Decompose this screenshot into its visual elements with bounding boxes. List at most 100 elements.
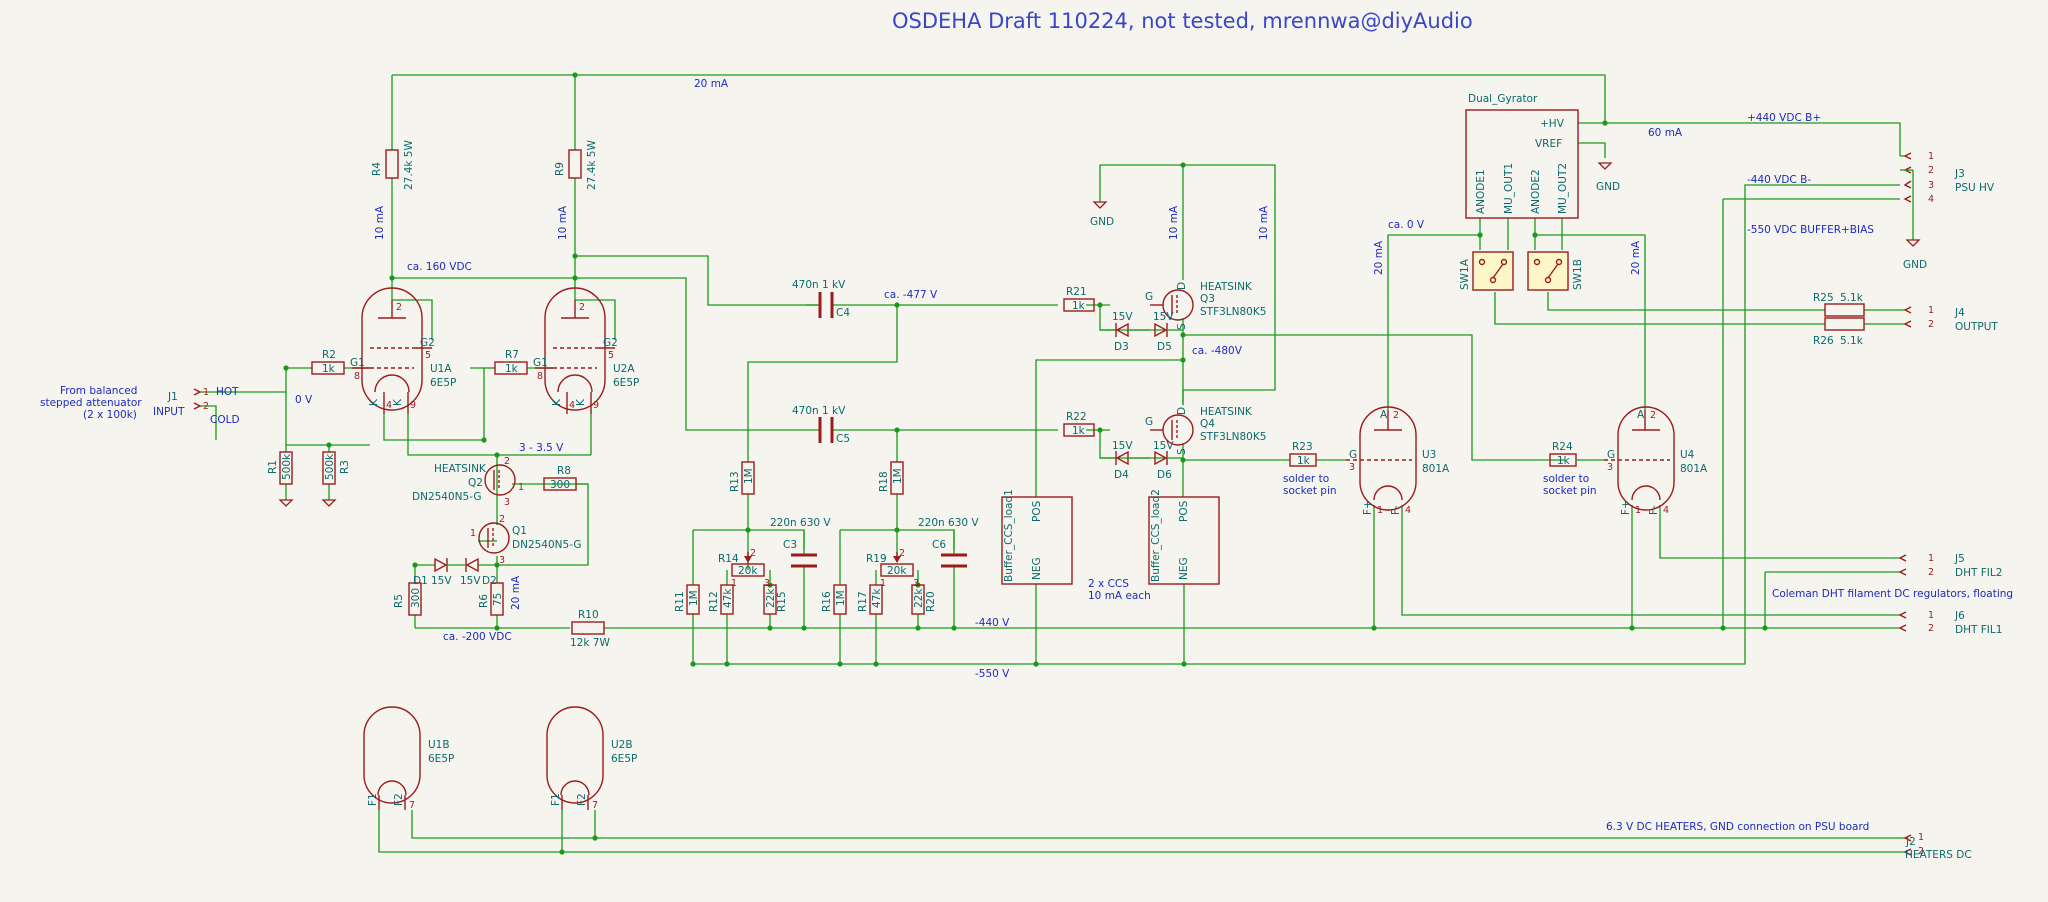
svg-text:47k: 47k [722, 588, 734, 608]
svg-text:R25: R25 [1813, 292, 1834, 304]
svg-text:D: D [1176, 282, 1188, 290]
svg-text:470n 1 kV: 470n 1 kV [792, 405, 846, 417]
svg-text:1k: 1k [1072, 425, 1086, 437]
svg-text:GND: GND [1903, 259, 1927, 271]
resistor-r25: R25 5.1k [1813, 292, 1865, 317]
diode-d4: 15V D4 [1100, 440, 1150, 481]
svg-text:R2: R2 [322, 349, 336, 361]
svg-text:R5: R5 [393, 594, 405, 608]
svg-text:1: 1 [470, 528, 476, 539]
svg-text:10 mA: 10 mA [374, 205, 386, 240]
diode-d5: 15V D5 [1153, 311, 1183, 353]
svg-text:22k: 22k [913, 588, 925, 608]
svg-text:12k 7W: 12k 7W [570, 637, 610, 649]
svg-text:A: A [1380, 409, 1388, 421]
resistor-r5: R5 300 [393, 582, 422, 616]
svg-text:F2: F2 [393, 793, 405, 806]
svg-text:15V: 15V [431, 575, 452, 587]
connector-j6: 1 2 J6 DHT FIL1 [1898, 610, 2002, 636]
svg-text:F+: F+ [1620, 500, 1632, 515]
capacitor-c5: C5 470n 1 kV [792, 405, 850, 445]
svg-text:R16: R16 [821, 591, 833, 612]
svg-text:R9: R9 [554, 162, 566, 176]
svg-text:HEATSINK: HEATSINK [1200, 281, 1253, 293]
svg-text:HEATSINK: HEATSINK [434, 463, 487, 475]
svg-text:PSU HV: PSU HV [1955, 182, 1995, 194]
transistor-q2: 1 2 3 HEATSINK Q2 DN2540N5-G [412, 456, 524, 508]
svg-text:2: 2 [1928, 623, 1934, 634]
svg-text:R23: R23 [1292, 441, 1313, 453]
svg-text:3: 3 [1928, 180, 1934, 191]
connector-j3: 1 2 3 4 J3 PSU HV [1900, 151, 1995, 205]
svg-text:STF3LN80K5: STF3LN80K5 [1200, 431, 1266, 443]
svg-text:5: 5 [425, 350, 431, 361]
svg-text:DHT FIL1: DHT FIL1 [1955, 624, 2002, 636]
svg-text:2: 2 [1650, 410, 1656, 421]
svg-text:R22: R22 [1066, 411, 1087, 423]
svg-text:2: 2 [504, 456, 510, 467]
svg-text:20k: 20k [738, 565, 758, 577]
resistor-r9: R9 27.4k 5W [554, 140, 598, 190]
tube-u1b: F1 F2 7 U1B 6E5P [363, 706, 454, 811]
svg-text:300: 300 [410, 588, 422, 608]
svg-text:D: D [1176, 407, 1188, 415]
svg-text:DHT FIL2: DHT FIL2 [1955, 567, 2002, 579]
svg-text:Dual_Gyrator: Dual_Gyrator [1468, 93, 1538, 105]
svg-text:U2B: U2B [611, 739, 633, 751]
ground-symbols: GND GND GND [278, 162, 1927, 507]
wires [200, 74, 1914, 853]
svg-text:27.4k 5W: 27.4k 5W [403, 140, 415, 190]
svg-text:solder to: solder to [1283, 473, 1329, 485]
svg-text:G: G [1145, 291, 1153, 303]
svg-text:2: 2 [203, 401, 209, 412]
svg-text:MU_OUT2: MU_OUT2 [1557, 163, 1569, 214]
resistor-r7: R7 1k [494, 349, 528, 375]
svg-text:2 x CCS: 2 x CCS [1088, 578, 1129, 590]
diode-d3: 15V D3 [1100, 311, 1150, 353]
svg-text:VREF: VREF [1535, 138, 1562, 150]
svg-text:R6: R6 [478, 594, 490, 608]
svg-text:1M: 1M [688, 590, 700, 606]
svg-text:D2: D2 [482, 575, 497, 587]
svg-text:1: 1 [1377, 505, 1383, 516]
svg-text:1: 1 [203, 387, 209, 398]
svg-text:4: 4 [386, 400, 392, 411]
svg-text:8: 8 [537, 371, 543, 382]
svg-text:5.1k: 5.1k [1840, 292, 1864, 304]
switch-sw1b: SW1B [1527, 251, 1584, 291]
connector-j1: J1 1 2 HOT INPUT COLD From balanced step… [40, 385, 240, 426]
svg-text:R11: R11 [674, 591, 686, 612]
svg-text:(2 x 100k): (2 x 100k) [83, 409, 137, 421]
svg-text:ca. 160 VDC: ca. 160 VDC [407, 261, 472, 273]
svg-text:2: 2 [1918, 846, 1924, 857]
svg-text:27.4k 5W: 27.4k 5W [586, 140, 598, 190]
svg-text:1: 1 [1928, 553, 1934, 564]
diode-d1: D1 15V [413, 557, 465, 587]
resistor-r15: R15 22k [763, 584, 788, 615]
svg-text:20k: 20k [887, 565, 907, 577]
svg-text:SW1B: SW1B [1572, 259, 1584, 290]
svg-text:15V: 15V [460, 575, 481, 587]
svg-text:20 mA: 20 mA [1630, 240, 1642, 275]
svg-text:1k: 1k [1072, 300, 1086, 312]
svg-text:K: K [392, 398, 404, 406]
svg-text:1: 1 [731, 578, 737, 589]
svg-text:R21: R21 [1066, 286, 1087, 298]
resistor-r11: R11 1M [674, 584, 700, 615]
svg-text:HEATSINK: HEATSINK [1200, 406, 1253, 418]
svg-text:DN2540N5-G: DN2540N5-G [412, 491, 482, 503]
module-buffer-ccs-load2: Buffer_CCS_load2 POS NEG [1148, 489, 1220, 585]
svg-text:F1: F1 [550, 793, 562, 806]
capacitor-c4: C4 470n 1 kV [792, 279, 850, 319]
svg-text:6E5P: 6E5P [613, 377, 639, 389]
svg-text:R19: R19 [866, 553, 887, 565]
svg-text:47k: 47k [871, 588, 883, 608]
svg-text:J5: J5 [1954, 553, 1965, 565]
svg-text:2: 2 [750, 548, 756, 559]
svg-text:220n 630 V: 220n 630 V [918, 517, 979, 529]
svg-text:10 mA each: 10 mA each [1088, 590, 1151, 602]
svg-text:3: 3 [504, 497, 510, 508]
module-dual-gyrator: Dual_Gyrator +HV VREF ANODE1 MU_OUT1 ANO… [1465, 93, 1579, 219]
connector-j2: 1 2 J2 HEATERS DC [1903, 832, 1972, 861]
svg-text:1M: 1M [835, 590, 847, 606]
